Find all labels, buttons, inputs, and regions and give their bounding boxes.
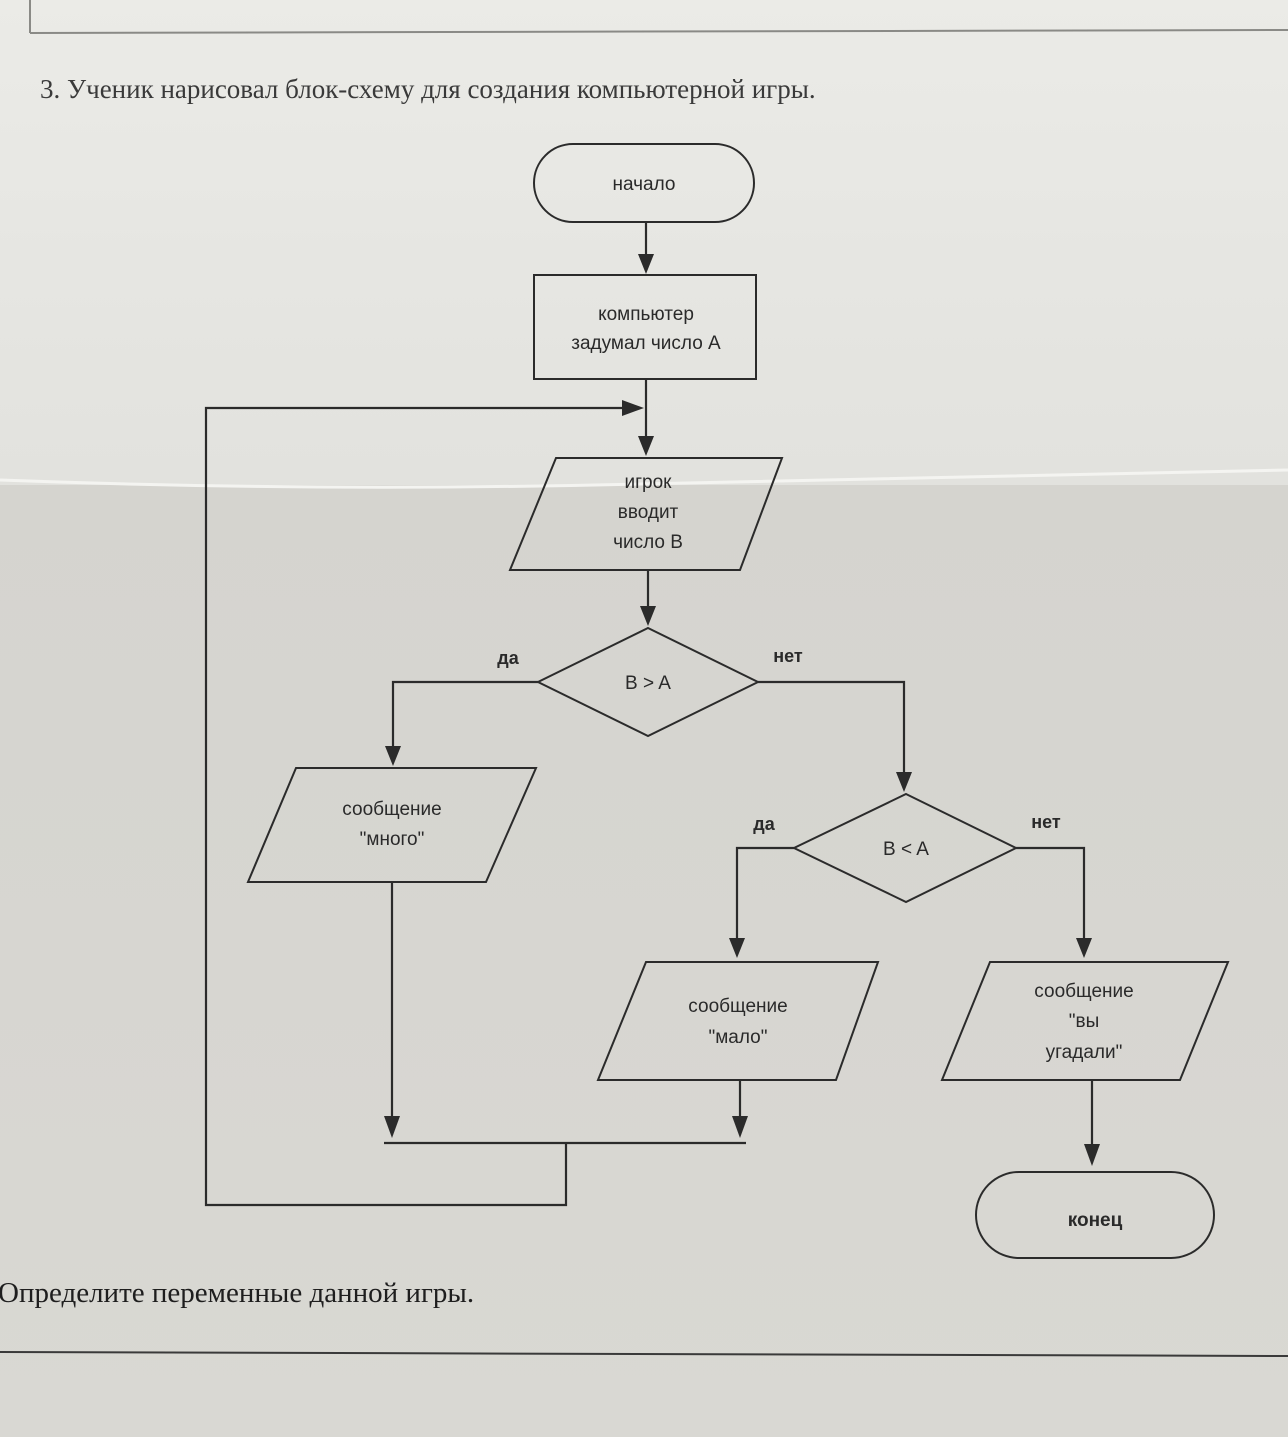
decision1-yes-label: да	[497, 648, 519, 668]
connector-no-win	[1016, 846, 1086, 942]
decision2-no-label: нет	[1031, 812, 1061, 832]
end-terminator	[975, 1171, 1215, 1259]
output-few-line-1: сообщение	[688, 996, 787, 1017]
arrowhead	[1076, 938, 1092, 958]
arrowhead	[384, 1116, 400, 1138]
output-win-parallelogram	[940, 961, 1230, 1081]
output-win-line-2: "вы	[1069, 1011, 1100, 1032]
output-win-line-1: сообщение	[1034, 981, 1133, 1002]
output-many-line-1: сообщение	[342, 799, 441, 820]
output-few-parallelogram	[596, 961, 880, 1081]
arrowhead	[622, 400, 644, 416]
output-many-parallelogram	[246, 767, 538, 883]
loop-back-connector	[204, 406, 625, 1207]
arrowhead	[732, 1116, 748, 1138]
start-label: начало	[613, 174, 676, 195]
top-rule	[29, 29, 1288, 34]
connector-yes-many	[391, 680, 538, 752]
decision1-diamond	[535, 626, 761, 738]
input-line-1: игрок	[625, 472, 673, 493]
end-label: конец	[1068, 1210, 1123, 1231]
arrowhead	[1084, 1144, 1100, 1166]
question-text: 3. Ученик нарисовал блок-схему для созда…	[40, 74, 816, 104]
decision1-condition: B > A	[625, 673, 671, 694]
arrowhead	[385, 746, 401, 766]
arrowhead	[638, 254, 654, 274]
output-few-line-2: "мало"	[709, 1027, 768, 1048]
input-parallelogram	[508, 457, 784, 571]
connector-no-decision2	[758, 680, 906, 776]
start-terminator	[533, 143, 755, 223]
output-win-line-3: угадали"	[1046, 1042, 1123, 1063]
arrowhead	[729, 938, 745, 958]
decision2-yes-label: да	[753, 814, 775, 834]
bottom-rule	[0, 1351, 1288, 1357]
task-text: Определите переменные данной игры.	[0, 1277, 474, 1309]
decision2-diamond	[791, 792, 1019, 904]
connector-yes-few	[735, 846, 794, 944]
input-line-2: вводит	[618, 502, 679, 523]
input-line-3: число В	[613, 532, 683, 553]
decision2-condition: B < A	[883, 839, 929, 860]
paper-upper	[0, 0, 1288, 485]
output-many-line-2: "много"	[360, 829, 425, 850]
arrowhead	[638, 436, 654, 456]
process-line-1: компьютер	[598, 304, 694, 325]
process-line-2: задумал число А	[571, 333, 721, 354]
arrowhead	[640, 606, 656, 626]
arrowhead	[896, 772, 912, 792]
decision1-no-label: нет	[773, 646, 803, 666]
